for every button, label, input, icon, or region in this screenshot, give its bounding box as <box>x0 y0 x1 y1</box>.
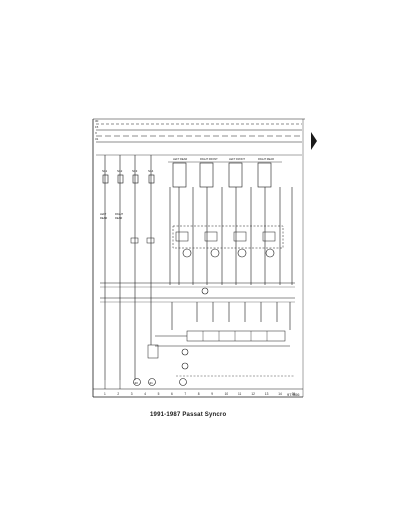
svg-text:30: 30 <box>95 119 99 123</box>
ground-number-8: 8 <box>198 392 200 396</box>
diagram-caption: 1991-1987 Passat Syncro <box>150 412 227 418</box>
svg-text:RIGHT FRONT: RIGHT FRONT <box>200 157 218 161</box>
svg-text:31: 31 <box>95 137 99 141</box>
ground-number-6: 6 <box>171 392 173 396</box>
ground-number-3: 3 <box>131 392 133 396</box>
svg-text:REAR: REAR <box>115 216 122 220</box>
fuse-heads: S11 S12 S13 S14 <box>102 169 155 184</box>
ground-number-2: 2 <box>117 392 119 396</box>
svg-text:LEFT: LEFT <box>100 212 107 216</box>
left-circuits: LEFT REAR RIGHT REAR <box>100 155 155 380</box>
continuation-arrow-icon <box>311 132 317 150</box>
ground-number-1: 1 <box>104 392 106 396</box>
ground-number-5: 5 <box>158 392 160 396</box>
svg-text:15: 15 <box>95 125 99 129</box>
relay-block: LEFT REAR RIGHT FRONT LEFT FRONT RIGHT R… <box>168 157 284 249</box>
ground-circles <box>104 378 187 389</box>
svg-text:LEFT REAR: LEFT REAR <box>173 157 187 161</box>
svg-text:RIGHT: RIGHT <box>115 212 123 216</box>
ground-number-11: 11 <box>238 392 242 396</box>
ground-number-13: 13 <box>265 392 269 396</box>
circle-label-31: 31 <box>150 381 154 385</box>
svg-text:LEFT FRONT: LEFT FRONT <box>229 157 245 161</box>
ground-number-9: 9 <box>211 392 213 396</box>
svg-text:X: X <box>95 131 97 135</box>
connector-row-upper <box>100 282 295 303</box>
ground-number-14: 14 <box>278 392 282 396</box>
circled-markers <box>182 248 275 295</box>
circle-label-30: 30 <box>135 381 139 385</box>
relay-conductors <box>169 187 293 285</box>
lower-circuits <box>171 302 291 330</box>
ground-number-10: 10 <box>225 392 229 396</box>
diagram-frame <box>92 118 305 398</box>
svg-text:RIGHT REAR: RIGHT REAR <box>258 157 274 161</box>
top-rails: 30 15 X 31 <box>95 119 302 156</box>
svg-text:REAR: REAR <box>100 216 107 220</box>
ground-number-4: 4 <box>144 392 146 396</box>
lamp-row <box>147 330 290 370</box>
ground-number-7: 7 <box>184 392 186 396</box>
ground-number-15: 15 <box>292 392 296 396</box>
page-reference: 97-506 <box>287 392 300 397</box>
ground-number-12: 12 <box>251 392 255 396</box>
